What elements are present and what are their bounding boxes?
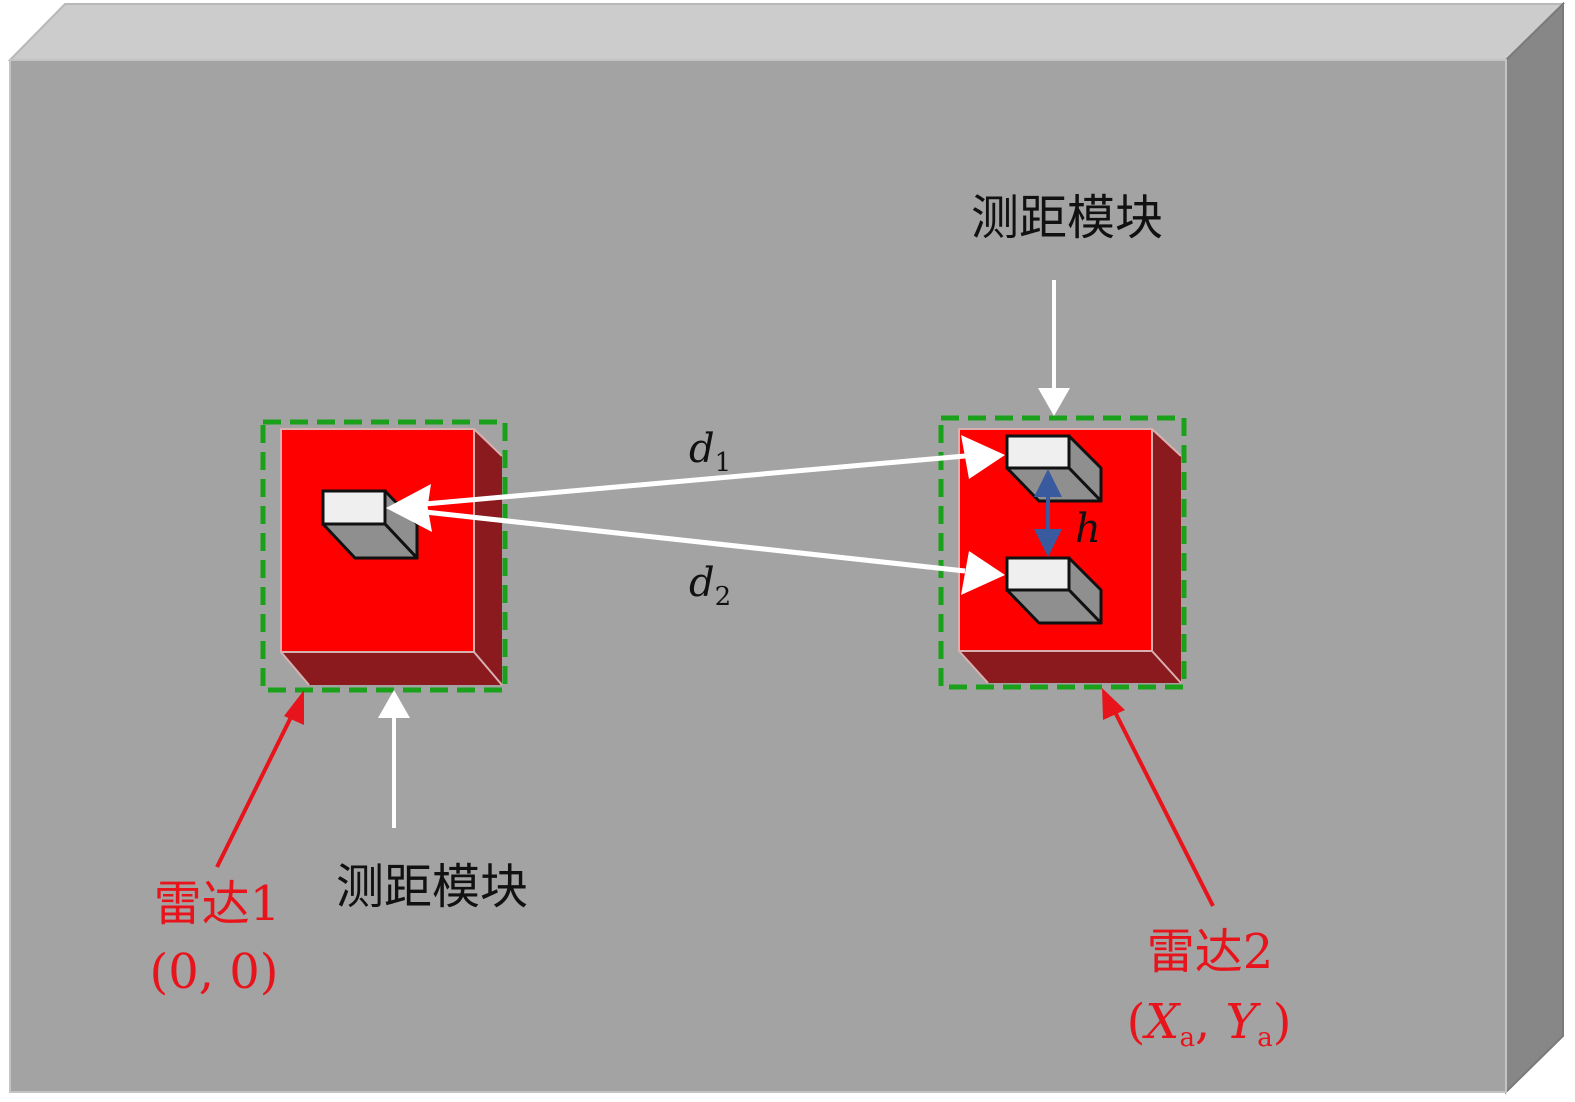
h-label: h [1075, 506, 1101, 552]
radar1 [260, 419, 508, 693]
panel-side-face [1505, 1, 1564, 1095]
radar2-coord-open: ( [1127, 994, 1146, 1050]
radar2-coord-close: ) [1273, 994, 1292, 1050]
radar1-coord-label: (0, 0) [149, 944, 278, 1000]
radar2-side-face [1152, 429, 1181, 683]
d2-arrowhead-left [386, 492, 432, 532]
d2-arrowhead-right [961, 551, 1005, 595]
radar2-coord-x-sub: a [1179, 1023, 1195, 1053]
d1-arrowhead-right [961, 435, 1005, 479]
labels: 测距模块 测距模块 雷达1 (0, 0) 雷达2 (Xa, Ya) d1 d2 … [149, 190, 1291, 1053]
height-arrow [1034, 469, 1062, 557]
panel-top-face [7, 3, 1566, 61]
radar1-pointer-line [215, 712, 295, 868]
radar2-bottom-face [959, 651, 1181, 683]
module-bottom-pointer-head [378, 690, 410, 718]
module-top-pointer-head [1038, 388, 1070, 416]
background-panel [7, 1, 1566, 1095]
radar2-coord-y-sub: a [1257, 1023, 1273, 1053]
radar2 [938, 415, 1187, 690]
radar2-dashed-boundary [938, 415, 1187, 690]
radar2-coord-y: Y [1226, 994, 1262, 1050]
pointer-arrows [215, 280, 1215, 907]
radar2-coord-sep: , [1195, 994, 1226, 1050]
panel-front-face [9, 59, 1507, 1093]
radar2-coord-label: (Xa, Ya) [1127, 994, 1292, 1053]
module-top-label: 测距模块 [971, 190, 1163, 246]
d1-symbol: d [689, 426, 715, 472]
radar1-pointer-head [284, 690, 304, 725]
d1-label: d1 [689, 426, 731, 478]
d2-subscript: 2 [715, 582, 732, 612]
d1-subscript: 1 [715, 448, 732, 478]
signal-lines [386, 435, 1005, 595]
radar1-bottom-face [281, 652, 502, 685]
ranging-module-icon [1005, 556, 1103, 625]
d2-symbol: d [689, 560, 715, 606]
radar2-name-label: 雷达2 [1147, 924, 1274, 980]
d1-signal-line [424, 453, 966, 507]
d2-signal-line [424, 509, 966, 574]
radar1-name-label: 雷达1 [154, 876, 281, 932]
module-bottom-label: 测距模块 [336, 859, 528, 915]
radar2-pointer-head [1102, 688, 1125, 720]
radar1-dashed-boundary [260, 419, 508, 693]
d2-label: d2 [689, 560, 731, 612]
radar2-coord-x: X [1141, 994, 1181, 1050]
radar2-pointer-line [1113, 711, 1215, 907]
radar1-side-face [474, 429, 502, 685]
